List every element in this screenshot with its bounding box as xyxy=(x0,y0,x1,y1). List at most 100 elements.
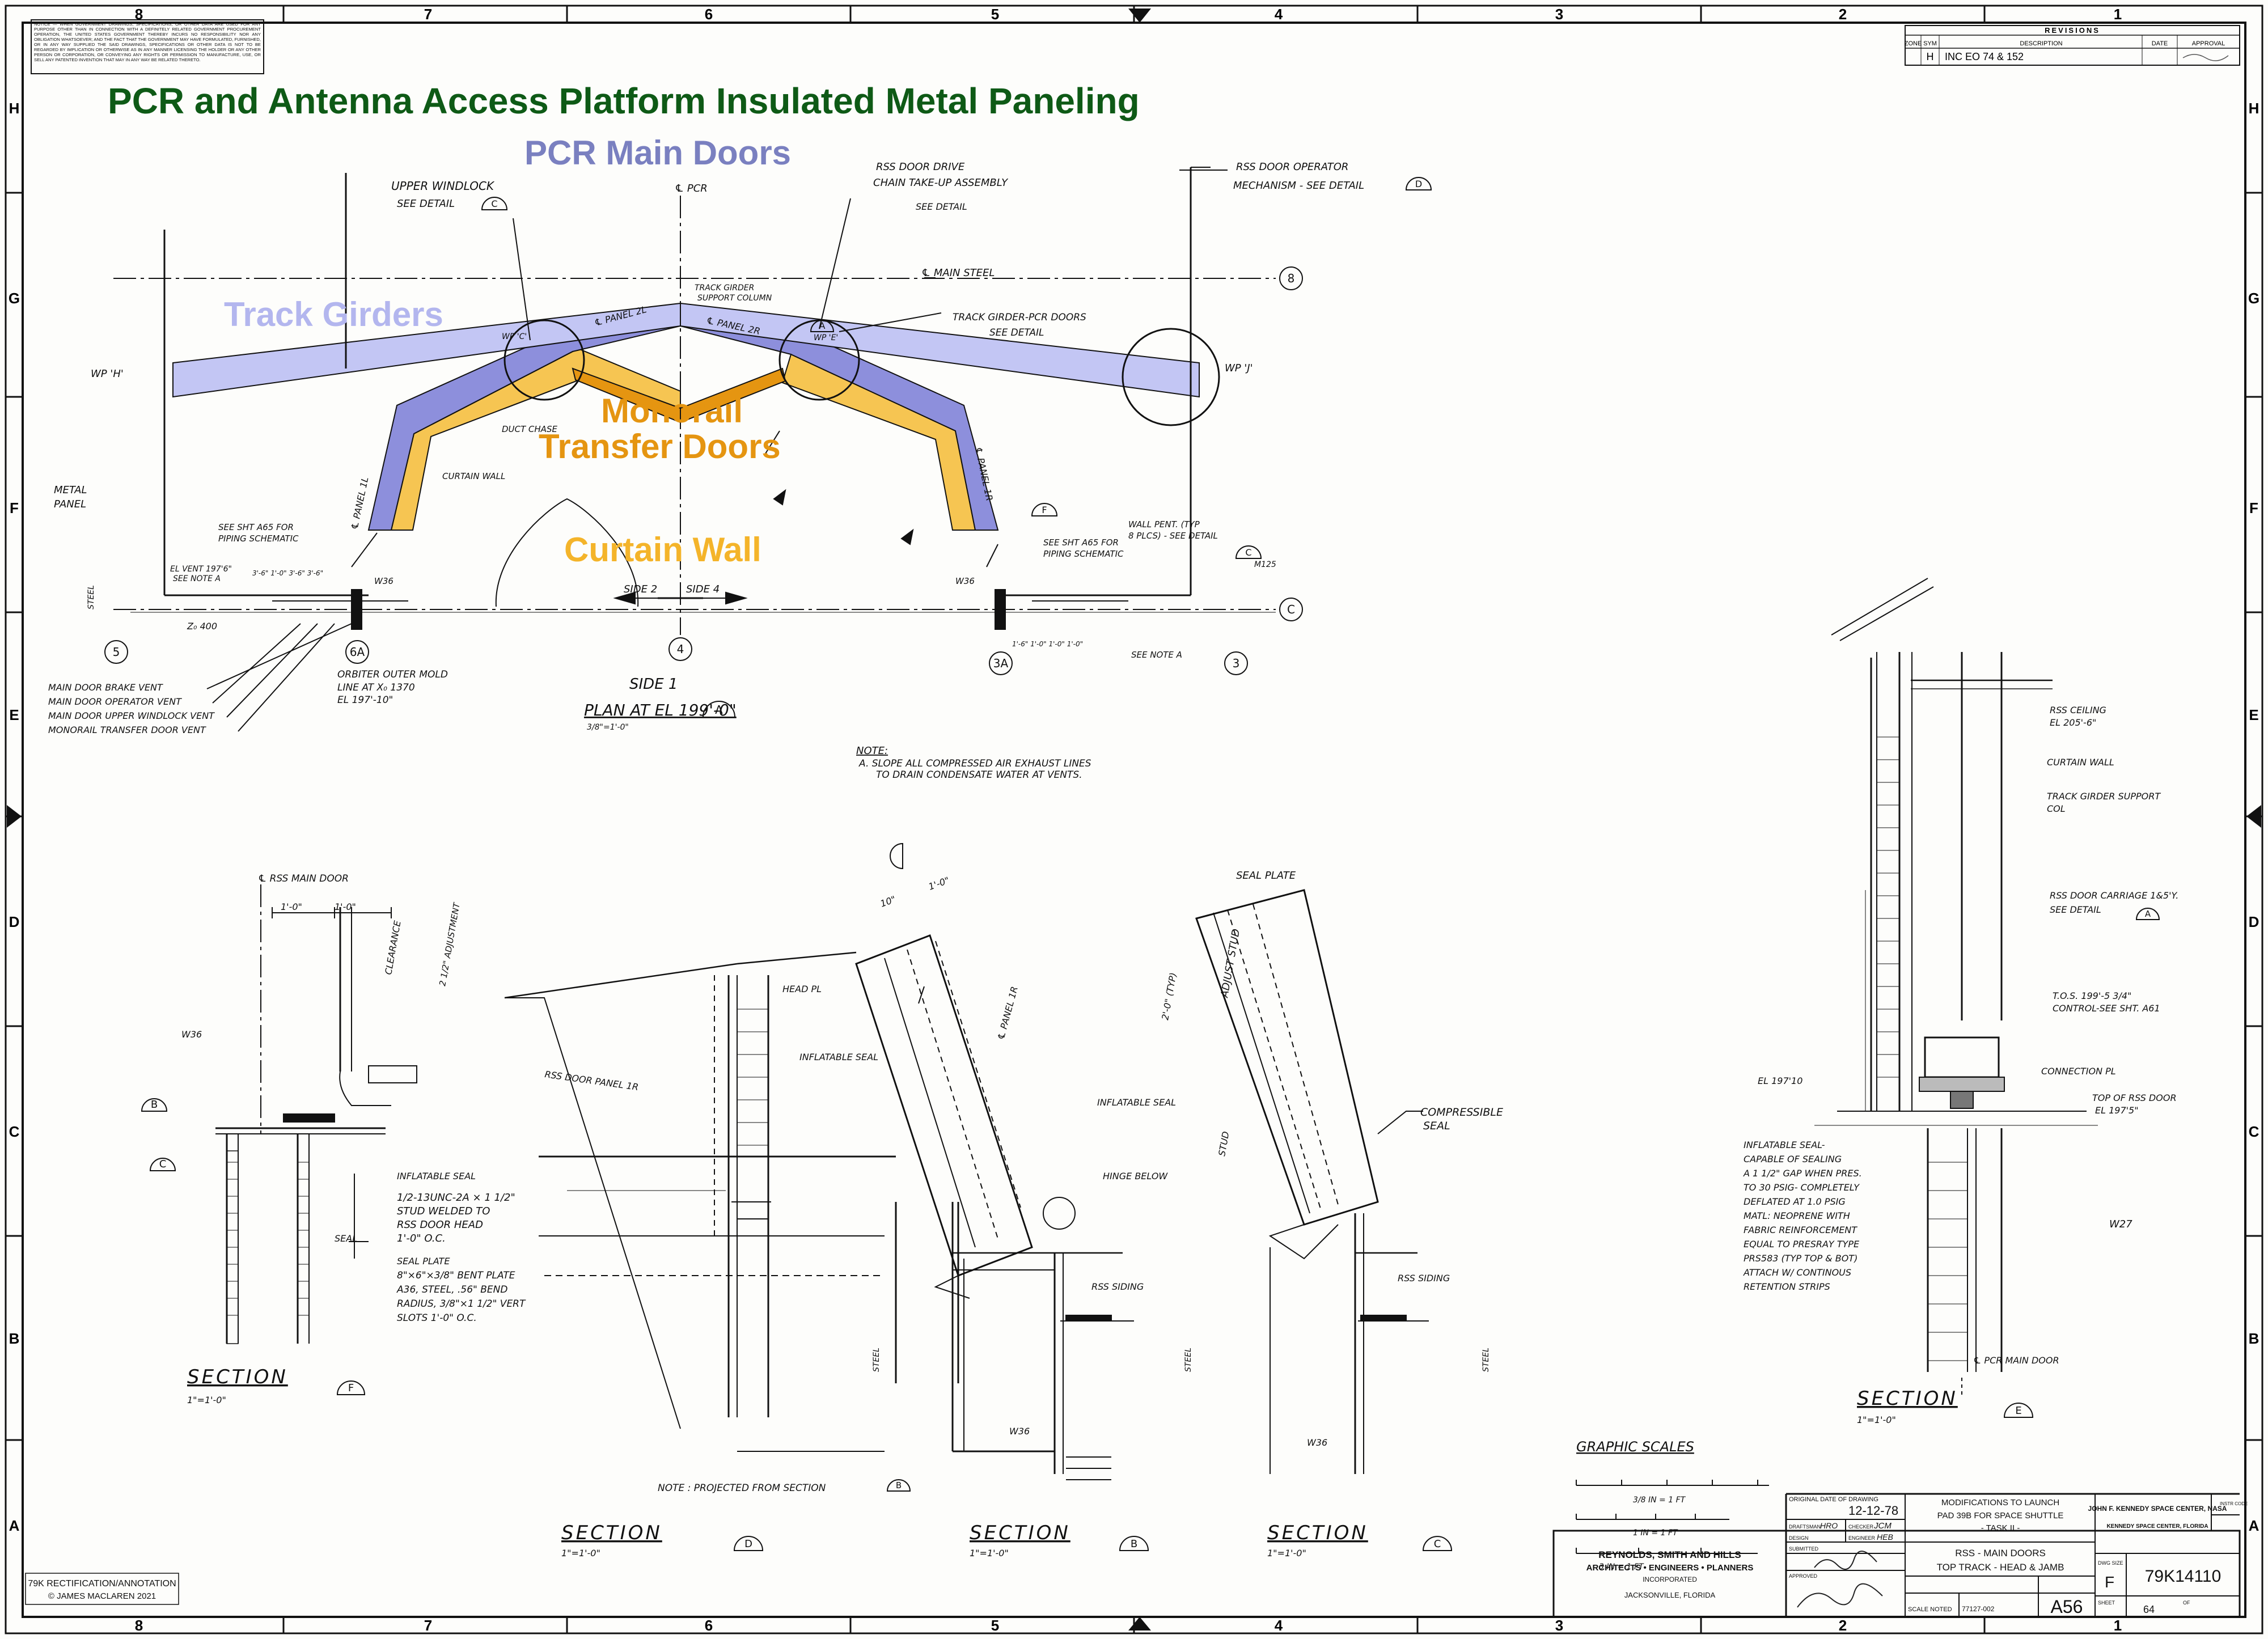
label-upper-windlock: UPPER WINDLOCK xyxy=(391,179,495,193)
se-track-support: TRACK GIRDER SUPPORT xyxy=(2047,791,2161,802)
tb-agency: JOHN F. KENNEDY SPACE CENTER, NASA xyxy=(2088,1505,2227,1513)
tb-sheet-id: A56 xyxy=(2051,1596,2083,1617)
rev-header: SYM xyxy=(1923,40,1937,47)
sb-hinge: HINGE BELOW xyxy=(1103,1171,1168,1181)
note-text: TO DRAIN CONDENSATE WATER AT VENTS. xyxy=(876,769,1082,781)
sb-dim: 1'-0" xyxy=(927,875,951,892)
label-door-operator: RSS DOOR OPERATOR xyxy=(1236,161,1348,173)
tb-label: SUBMITTED xyxy=(1789,1546,1819,1552)
sb-dim: 10" xyxy=(879,893,898,909)
vent-legend: MAIN DOOR UPPER WINDLOCK VENT xyxy=(48,710,215,721)
plan-dims: 3'-6" 1'-0" 3'-6" 3'-6" xyxy=(252,569,323,577)
label-orbiter: ORBITER OUTER MOLD xyxy=(337,669,448,680)
se-pcr-main-door: ℄ PCR MAIN DOOR xyxy=(1973,1355,2059,1366)
rev-header: ZONE xyxy=(1905,40,1922,47)
sd-title: SECTION xyxy=(561,1522,662,1544)
label-wall-pent: M125 xyxy=(1254,560,1276,569)
tb-sheet-title: TOP TRACK - HEAD & JAMB xyxy=(1937,1562,2064,1573)
sb-steel: STEEL xyxy=(1184,1348,1193,1372)
sf-stud: STUD WELDED TO xyxy=(397,1205,490,1217)
label-wp-h: WP 'H' xyxy=(91,368,124,380)
ref-letter: B xyxy=(151,1099,158,1111)
label-w36: W36 xyxy=(955,576,975,586)
se-inflatable: EQUAL TO PRESRAY TYPE xyxy=(1744,1239,1860,1250)
plan-grid-bubbles: 8 C 5 4 3 6A 3A xyxy=(104,266,1303,675)
approved-signature xyxy=(1797,1583,1883,1608)
row-label: G xyxy=(2248,290,2259,307)
se-curtain: CURTAIN WALL xyxy=(2047,757,2114,768)
ref-letter: C xyxy=(1245,547,1251,558)
gs-scale: 3/8 IN = 1 FT xyxy=(1633,1496,1686,1505)
col-label: 7 xyxy=(424,1617,432,1634)
row-label: F xyxy=(10,499,19,516)
col-label: 5 xyxy=(991,6,999,23)
label-wall-pent: 8 PLCS) - SEE DETAIL xyxy=(1128,531,1218,541)
section-c xyxy=(1195,889,1429,1474)
ref-letter: B xyxy=(1131,1538,1137,1550)
sf-adjustment: 2 1/2" ADJUSTMENT xyxy=(437,901,462,986)
tb-project: MODIFICATIONS TO LAUNCH xyxy=(1941,1498,2059,1507)
sf-clearance: CLEARANCE xyxy=(383,920,403,976)
approval-signature xyxy=(2182,54,2229,61)
bubble: 8 xyxy=(1288,272,1295,285)
tb-drawing-no: 79K14110 xyxy=(2145,1567,2222,1586)
bubble: 6A xyxy=(350,645,365,659)
col-label: 8 xyxy=(135,6,143,23)
tb-sheet-title: RSS - MAIN DOORS xyxy=(1955,1548,2046,1558)
revisions-block: REVISIONS ZONE SYM DESCRIPTION DATE APPR… xyxy=(1905,25,2240,66)
sf-dim: 1'-0" xyxy=(281,901,302,912)
se-inflatable: DEFLATED AT 1.0 PSIG xyxy=(1744,1196,1846,1207)
gs-title: GRAPHIC SCALES xyxy=(1576,1439,1694,1455)
label-main-steel: ℄ MAIN STEEL xyxy=(921,267,995,279)
section-f-hatch xyxy=(227,1162,309,1316)
col-label: 6 xyxy=(705,1617,713,1634)
note-text: A. SLOPE ALL COMPRESSED AIR EXHAUST LINE… xyxy=(858,758,1091,769)
plan-dims: 1'-6" 1'-0" 1'-0" 1'-0" xyxy=(1012,640,1083,648)
tb-firm: ARCHITECTS • ENGINEERS • PLANNERS xyxy=(1586,1563,1754,1573)
row-label: A xyxy=(2249,1517,2259,1534)
label-door-operator: MECHANISM - SEE DETAIL xyxy=(1233,180,1364,192)
sc-dim: 2'-0" (TYP) xyxy=(1160,972,1178,1021)
section-e-bubbles: E A xyxy=(2003,908,2160,1418)
ref-letter: E xyxy=(2015,1405,2021,1417)
notice-text: NOTICE — WHEN GOVERNMENT DRAWINGS, SPECI… xyxy=(34,22,261,62)
label-girder-column: TRACK GIRDER xyxy=(695,283,754,293)
label-metal-panel: METAL xyxy=(54,484,87,496)
sb-steel: STEEL xyxy=(872,1348,881,1372)
tb-sheet: 64 xyxy=(2143,1604,2155,1615)
sd-door-panel: RSS DOOR PANEL 1R xyxy=(544,1069,639,1092)
sf-dim: 1'-0" xyxy=(335,901,356,912)
credit-box: 79K RECTIFICATION/ANNOTATION © JAMES MAC… xyxy=(25,1573,179,1605)
se-inflatable: TO 30 PSIG- COMPLETELY xyxy=(1744,1182,1860,1193)
sc-compressible: COMPRESSIBLE xyxy=(1420,1106,1503,1119)
label-panel-1l: ℄ PANEL 1L xyxy=(349,476,370,531)
tb-project: PAD 39B FOR SPACE SHUTTLE xyxy=(1937,1511,2064,1521)
gs-scale: 1 IN = 1 FT xyxy=(1633,1528,1678,1538)
col-label: 4 xyxy=(1275,1617,1283,1634)
bubble: 3 xyxy=(1233,657,1240,670)
col-label: 2 xyxy=(1839,6,1847,23)
sc-compressible: SEAL xyxy=(1423,1120,1450,1132)
label-el-vent: SEE NOTE A xyxy=(173,574,221,583)
se-scale: 1"=1'-0" xyxy=(1857,1414,1896,1425)
label-orbiter: EL 197'-10" xyxy=(337,694,393,706)
section-f-text: ℄ RSS MAIN DOOR 1'-0" 1'-0" W36 CLEARANC… xyxy=(181,873,526,1405)
plan-annotations: UPPER WINDLOCK SEE DETAIL ℄ PCR RSS DOOR… xyxy=(48,161,1364,781)
sd-scale: 1"=1'-0" xyxy=(561,1548,600,1558)
rev-description: INC EO 74 & 152 xyxy=(1945,51,2024,62)
tb-scale: SCALE NOTED xyxy=(1908,1606,1952,1613)
label-orbiter: LINE AT X₀ 1370 xyxy=(337,682,415,693)
se-inflatable: MATL: NEOPRENE WITH xyxy=(1744,1210,1850,1221)
sc-siding: RSS SIDING xyxy=(1398,1273,1450,1284)
bubble: 3A xyxy=(993,657,1009,670)
label-el-vents: SEE NOTE A xyxy=(1131,650,1182,660)
label-door-drive: RSS DOOR DRIVE xyxy=(876,161,965,173)
section-e-hatch xyxy=(1877,736,1967,1361)
label-w36: W36 xyxy=(374,576,393,586)
tb-engineer: HEB xyxy=(1877,1532,1893,1541)
sf-seal: SEAL xyxy=(335,1233,357,1244)
plan-title: PLAN AT EL 199'-0" xyxy=(584,701,737,719)
plan-scale: 3/8"=1'-0" xyxy=(587,723,629,732)
sf-stud: RSS DOOR HEAD xyxy=(397,1219,483,1231)
